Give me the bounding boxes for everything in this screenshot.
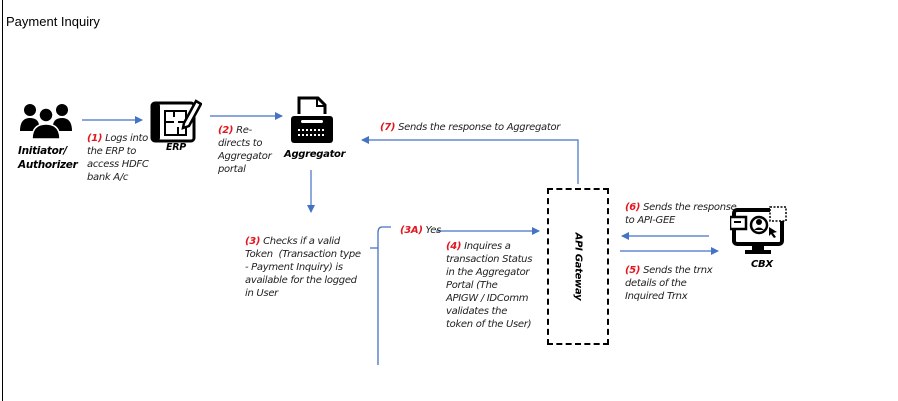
step-4-text-2: transaction Status — [446, 254, 533, 265]
api-gateway-box — [547, 188, 609, 345]
users-group-icon — [20, 104, 72, 139]
step-2-text-3: Aggregator — [218, 151, 272, 162]
step-5-label: (5) Sends the trnx details of the Inquir… — [625, 264, 713, 303]
step-2-text-2: directs to — [218, 138, 263, 149]
step-4-text-3: in the Aggregator — [446, 267, 530, 278]
aggregator-label: Aggregator — [284, 149, 346, 160]
api-gateway-label-wrap: API Gateway — [547, 188, 609, 345]
step-1-text-3: access HDFC — [87, 159, 149, 170]
step-1-text-1: Logs into — [105, 133, 148, 144]
step-3a-text: Yes — [425, 225, 442, 236]
step-3-text-3: - Payment Inquiry) is — [245, 262, 343, 273]
step-5-text-3: Inquired Trnx — [625, 291, 688, 302]
step-6-text-1: Sends the response — [643, 202, 737, 213]
step-1-label: (1) Logs into the ERP to access HDFC ban… — [87, 132, 149, 184]
initiator-label: Initiator/ Authorizer — [18, 144, 78, 172]
step-1-text-2: the ERP to — [87, 146, 137, 157]
step-3-text-5: in User — [245, 288, 278, 299]
step-5-number: (5) — [625, 265, 641, 276]
typewriter-icon — [291, 96, 333, 143]
step-7-label: (7) Sends the response to Aggregator — [380, 121, 560, 134]
arrow-gateway-to-aggregator — [361, 136, 579, 184]
step-1-number: (1) — [87, 133, 103, 144]
step-3-label: (3) Checks if a valid Token (Transaction… — [245, 235, 361, 300]
step-4-label: (4) Inquires a transaction Status in the… — [446, 240, 532, 331]
step-6-label: (6) Sends the response to API-GEE — [625, 201, 737, 227]
step-2-text-1: Re- — [236, 125, 252, 136]
blueprint-pencil-icon — [150, 99, 202, 143]
step-4-text-1: Inquires a — [464, 241, 511, 252]
initiator-label-line2: Authorizer — [18, 159, 78, 171]
step-4-text-7: token of the User) — [446, 319, 532, 330]
step-4-text-4: Portal (The — [446, 280, 498, 291]
step-4-text-6: validates the — [446, 306, 508, 317]
api-gateway-label: API Gateway — [572, 232, 584, 301]
step-3-text-2: Token (Transaction type — [245, 249, 361, 260]
step-3-text-1: Checks if a valid — [263, 236, 340, 247]
step-7-text: Sends the response to Aggregator — [398, 122, 561, 133]
step-2-text-4: portal — [218, 164, 246, 175]
step-2-number: (2) — [218, 125, 234, 136]
step-4-text-5: APIGW / IDComm — [446, 293, 529, 304]
step-6-number: (6) — [625, 202, 641, 213]
cbx-label: CBX — [751, 259, 773, 270]
frame-border — [2, 0, 3, 401]
step-3a-number: (3A) — [400, 225, 423, 236]
step-5-text-2: details of the — [625, 278, 687, 289]
step-1-text-4: bank A/c — [87, 172, 129, 183]
step-3-text-4: available for the logged — [245, 275, 357, 286]
page-title: Payment Inquiry — [6, 14, 100, 29]
monitor-user-icon — [730, 206, 787, 254]
erp-label: ERP — [166, 142, 186, 153]
step-2-label: (2) Re- directs to Aggregator portal — [218, 124, 272, 176]
step-6-text-2: to API-GEE — [625, 215, 676, 226]
step-3a-label: (3A) Yes — [400, 224, 441, 237]
step-5-text-1: Sends the trnx — [643, 265, 713, 276]
step-3-number: (3) — [245, 236, 261, 247]
initiator-label-line1: Initiator/ — [18, 145, 67, 157]
step-7-number: (7) — [380, 122, 396, 133]
brace-decision — [370, 226, 391, 365]
step-4-number: (4) — [446, 241, 462, 252]
